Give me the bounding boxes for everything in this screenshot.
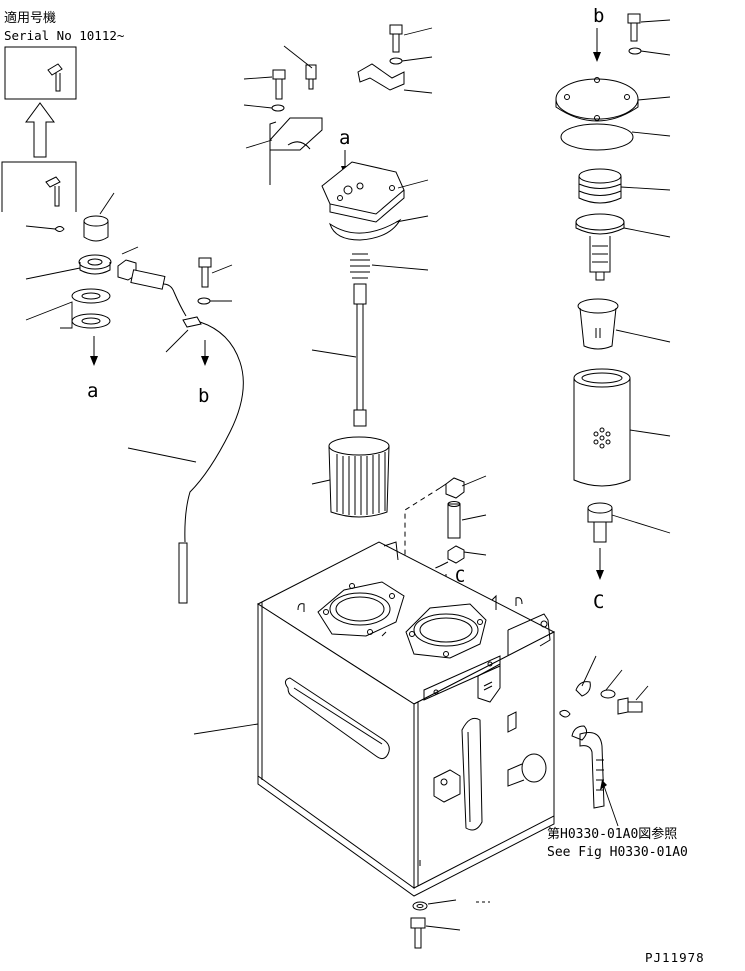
breather-cap-group	[54, 215, 112, 366]
label-c-right: C	[593, 591, 604, 613]
sensor-bolt	[197, 257, 212, 305]
hose-fitting-group	[571, 681, 643, 809]
label-c-center: C	[455, 567, 465, 587]
inset-old-bolt	[1, 161, 77, 212]
label-b-right: b	[593, 5, 604, 27]
center-top-bolts	[269, 24, 405, 185]
reference-en: See Fig H0330-01A0	[547, 845, 688, 860]
right-column-group	[555, 13, 642, 580]
inset-new-bolt	[4, 46, 77, 100]
center-fittings	[439, 477, 465, 567]
serial-number: Serial No 10112~	[4, 28, 124, 43]
center-cover-group	[321, 161, 405, 518]
label-b-left: b	[198, 385, 209, 407]
upgrade-arrow	[25, 102, 55, 158]
small-plug	[559, 709, 571, 718]
figure-code: PJ11978	[645, 950, 705, 965]
hydraulic-tank	[256, 541, 556, 897]
label-a-center: a	[339, 127, 350, 149]
label-a-left: a	[87, 380, 98, 402]
drain-plug-group	[410, 901, 428, 949]
sensor-cable-group	[117, 259, 244, 604]
reference-jp: 第H0330-01A0図参照	[547, 826, 677, 842]
applicable-serial-jp: 適用号機	[4, 10, 56, 26]
